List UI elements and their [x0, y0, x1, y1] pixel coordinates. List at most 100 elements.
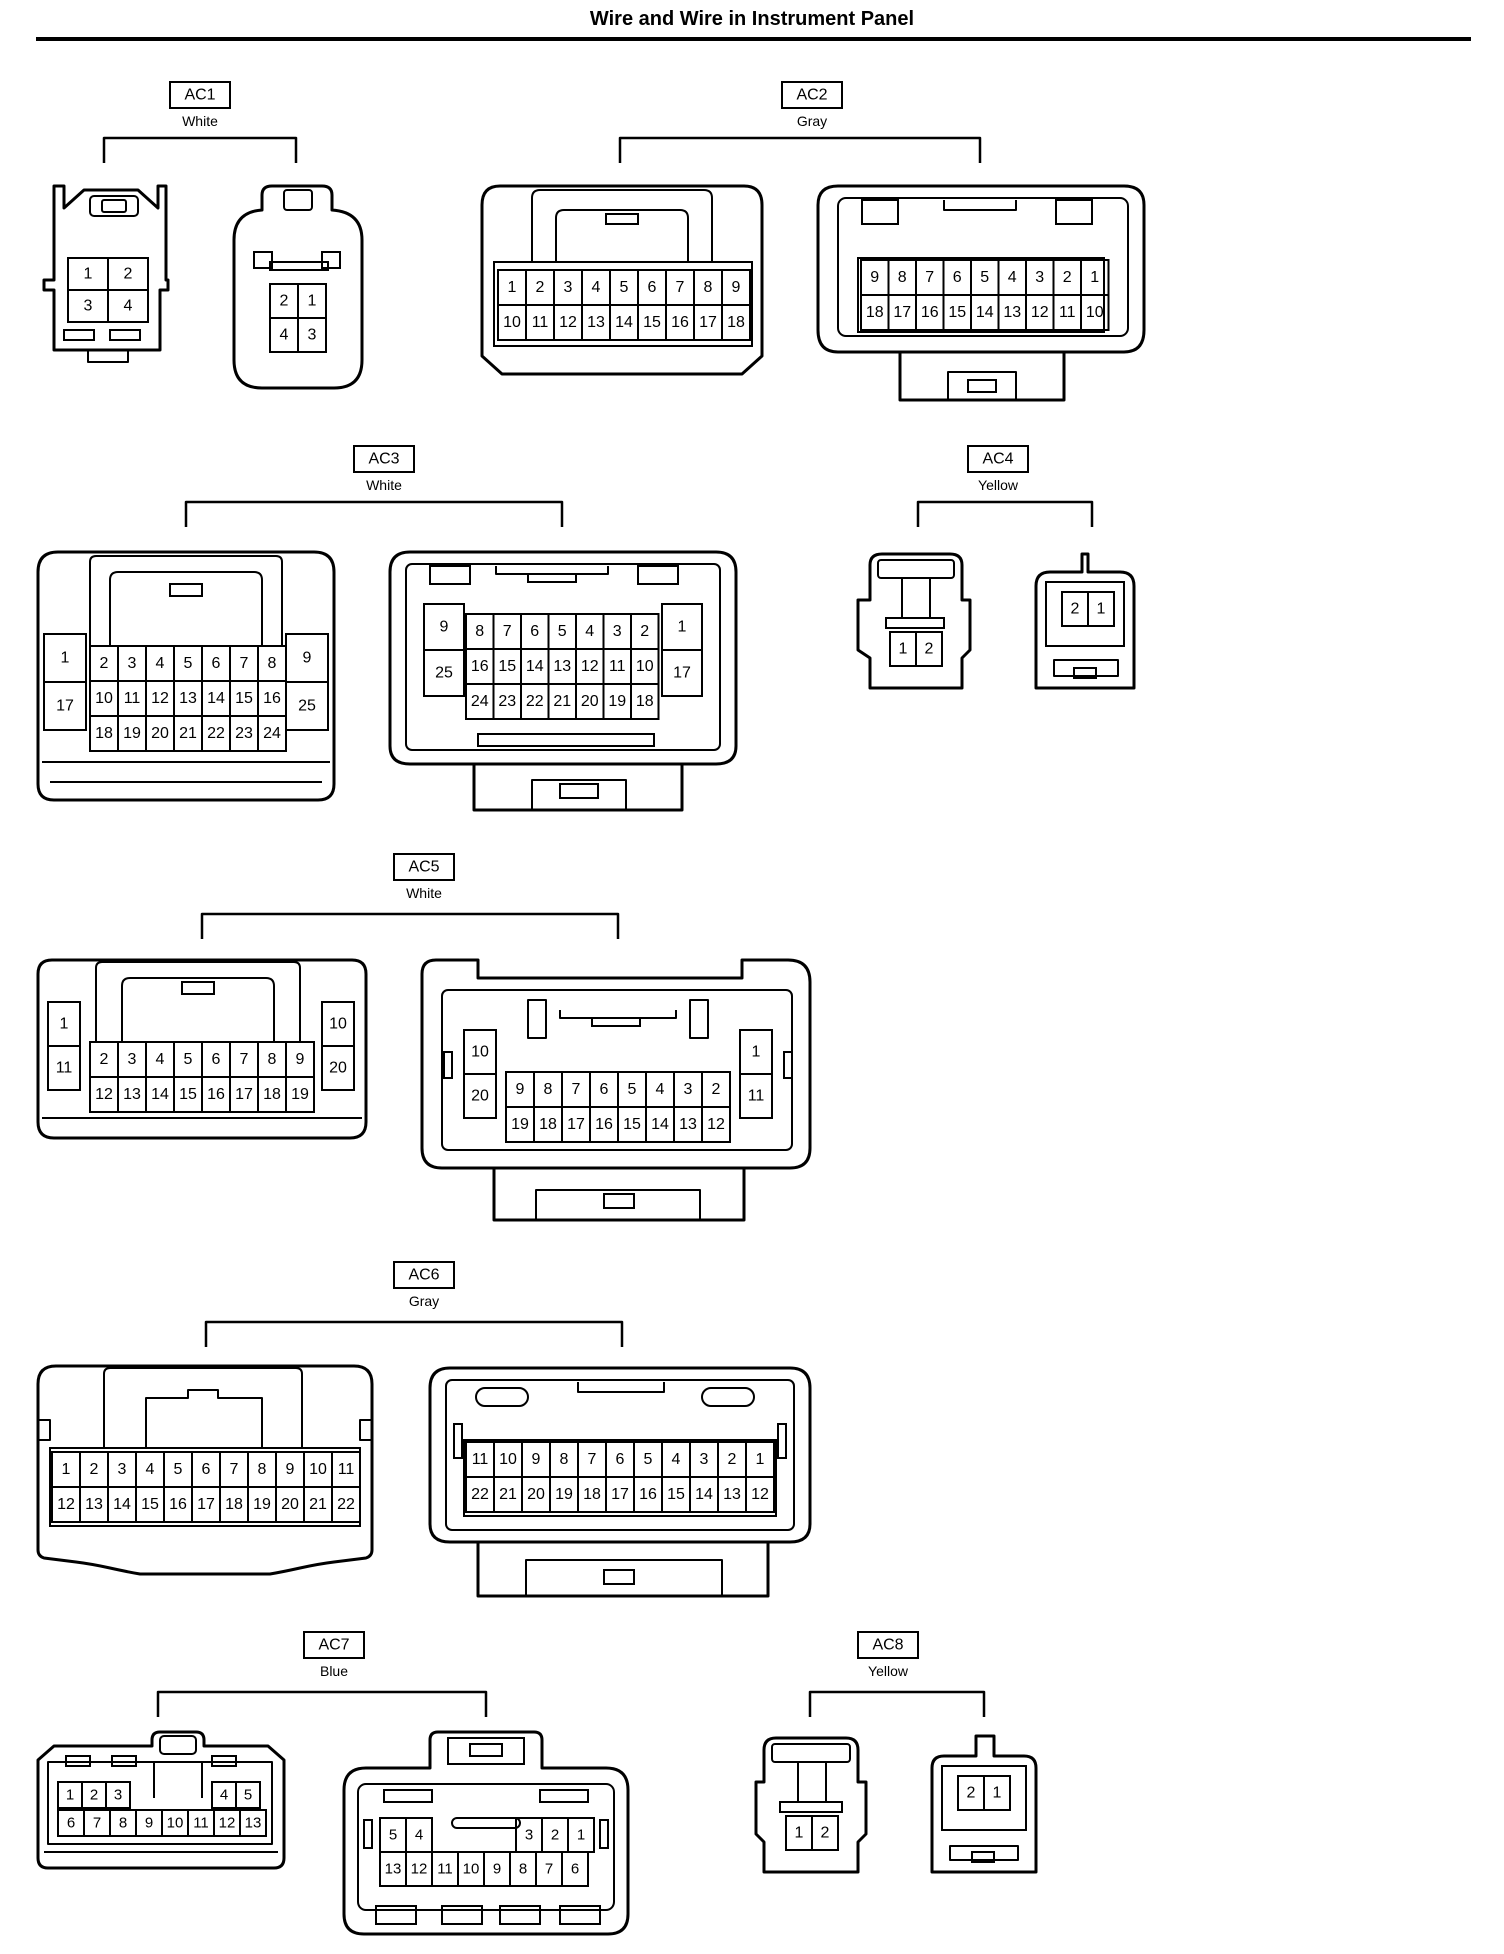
pin-number: 16 [671, 314, 689, 331]
code-box [781, 81, 843, 109]
pin-cell: 10 [303, 1451, 333, 1488]
notch [577, 1382, 665, 1393]
pin-number: 20 [581, 693, 599, 710]
pin-cell: 1 [57, 1781, 83, 1809]
pin-field [463, 1439, 777, 1517]
pin-cell: 20 [321, 1045, 355, 1091]
latch-tab [181, 981, 215, 995]
pin-number: 12 [559, 314, 577, 331]
pin-number: 8 [560, 1451, 569, 1468]
bracket [156, 1690, 488, 1717]
pin-cell: 13 [717, 1476, 747, 1513]
pin-cell: 6 [637, 269, 667, 306]
pin-cell: 5 [173, 645, 203, 682]
pin-cell: 14 [201, 680, 231, 717]
pin-number: 9 [303, 650, 312, 667]
pin-box [257, 715, 287, 752]
pin-number: 9 [532, 1451, 541, 1468]
pin-box [661, 649, 703, 697]
pin-number: 12 [57, 1496, 75, 1513]
notch-tab [527, 573, 577, 583]
pin-number: 11 [532, 314, 549, 331]
pin-cell: 1 [785, 1815, 813, 1851]
pin-cell: 7 [535, 1851, 563, 1887]
key [109, 329, 141, 341]
pin-number: 7 [240, 1051, 249, 1068]
pin-number: 18 [225, 1496, 243, 1513]
pin-cell: 5 [235, 1781, 261, 1809]
page-title: Wire and Wire in Instrument Panel [589, 8, 915, 30]
pin-cell: 2 [957, 1775, 985, 1811]
pin-number: 1 [508, 279, 517, 296]
pin-cell: 11 [525, 304, 555, 341]
pin-cell: 22 [465, 1476, 495, 1513]
pin-number: 9 [732, 279, 741, 296]
pin-number: 12 [219, 1815, 236, 1832]
pin-cell: 7 [492, 613, 522, 650]
pin-cell: 14 [609, 304, 639, 341]
pin-number: 15 [141, 1496, 159, 1513]
pin-number: 9 [870, 269, 879, 286]
pin-number: 3 [84, 298, 93, 315]
pin-cell: 6 [561, 1851, 589, 1887]
rib [783, 1051, 793, 1079]
pin-number: 12 [95, 1086, 113, 1103]
connector-color: White [182, 113, 218, 129]
pin-cell: 16 [257, 680, 287, 717]
pin-number: 7 [503, 623, 512, 640]
pin-cell: 1 [497, 269, 527, 306]
pin-cell: 13 [379, 1851, 407, 1887]
pin-box [47, 1045, 81, 1091]
connector-code: AC1 [184, 87, 215, 104]
lock-body [472, 764, 684, 812]
pin-number: 2 [1071, 601, 1080, 618]
pin-number: 19 [608, 693, 626, 710]
pin-cell: 17 [229, 1076, 259, 1113]
pin-number: 17 [235, 1086, 253, 1103]
pin-number: 14 [976, 304, 994, 321]
pin-cell: 11 [739, 1073, 773, 1119]
pin-number: 15 [643, 314, 661, 331]
pin-cell: 14 [107, 1486, 137, 1523]
pin-number: 23 [235, 725, 253, 742]
pin-number: 18 [583, 1486, 601, 1503]
pin-number: 18 [539, 1116, 557, 1133]
code-box [967, 445, 1029, 473]
pin-cell: 6 [520, 613, 550, 650]
pin-number: 16 [595, 1116, 613, 1133]
pin-box [983, 1775, 1011, 1811]
pin-number: 7 [93, 1815, 101, 1832]
pin-cell: 18 [533, 1106, 563, 1143]
pin-cell: 17 [561, 1106, 591, 1143]
pin-cell: 3 [673, 1071, 703, 1108]
pin-cell: 2 [107, 257, 149, 291]
slot [111, 1755, 137, 1767]
pin-number: 19 [123, 725, 141, 742]
lock-arm [531, 779, 627, 810]
pin-cell: 1 [51, 1451, 81, 1488]
pin-cell: 18 [577, 1476, 607, 1513]
pin-cell: 2 [525, 269, 555, 306]
pin-cell: 1 [297, 283, 327, 319]
foot [559, 1905, 601, 1925]
pin-cell: 4 [145, 1041, 175, 1078]
pin-number: 3 [700, 1451, 709, 1468]
connector-color: Blue [320, 1663, 348, 1679]
latch-tab [169, 583, 203, 597]
connector-code: AC6 [408, 1267, 439, 1284]
pin-number: 2 [551, 1827, 559, 1844]
pin-cell: 25 [285, 681, 329, 731]
pin-number: 17 [893, 304, 911, 321]
pin-number: 7 [240, 655, 249, 672]
pin-number: 17 [699, 314, 717, 331]
pin-cell: 16 [915, 294, 945, 331]
pin-cell: 3 [553, 269, 583, 306]
latch-arm [797, 1761, 827, 1803]
pin-cell: 12 [51, 1486, 81, 1523]
pin-number: 23 [498, 693, 516, 710]
